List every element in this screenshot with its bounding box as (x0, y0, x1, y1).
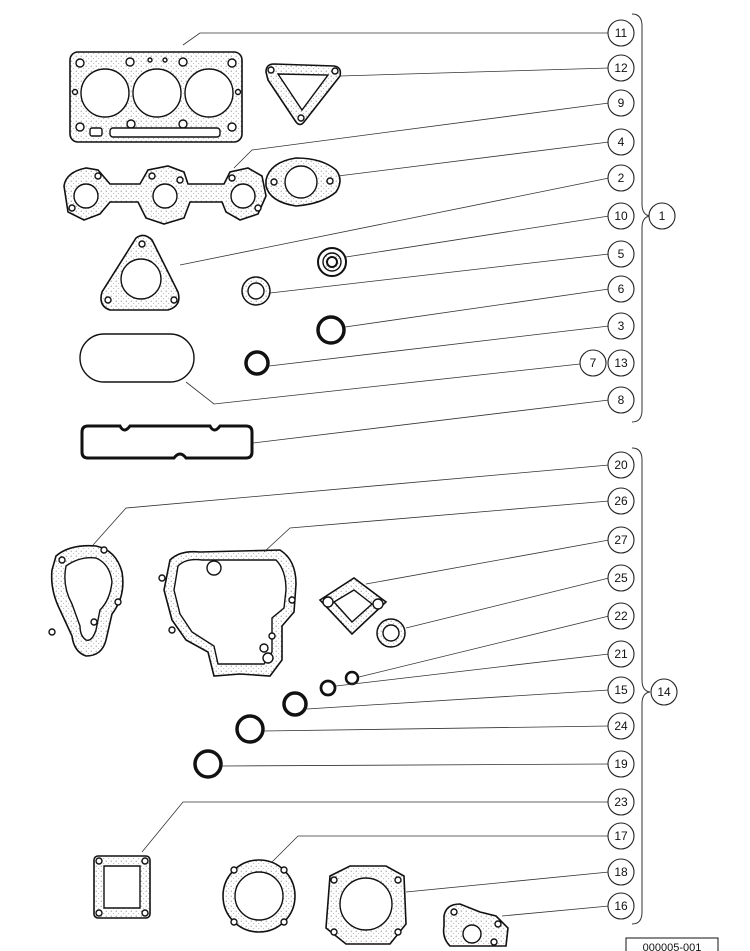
callout-kit-14: 14 (650, 678, 678, 706)
callout-3: 3 (607, 312, 635, 340)
part-10-seal-ring (317, 247, 347, 277)
kit-bracket-upper (631, 13, 651, 423)
drawing-code-box: 000005-001 (625, 937, 719, 951)
svg-text:5: 5 (618, 247, 625, 261)
part-25-ring (376, 618, 406, 648)
part-22-o-ring (344, 670, 360, 686)
svg-text:13: 13 (614, 356, 628, 370)
svg-text:2: 2 (618, 171, 625, 185)
svg-text:12: 12 (614, 61, 628, 75)
callout-11: 11 (607, 19, 635, 47)
svg-text:10: 10 (614, 209, 628, 223)
part-16-oil-pump-gasket (442, 903, 509, 947)
part-27-square-flange-gasket (318, 577, 388, 636)
callout-17: 17 (607, 822, 635, 850)
svg-text:3: 3 (618, 319, 625, 333)
part-21-o-ring (319, 679, 337, 697)
part-12-triangular-gasket (265, 63, 342, 126)
callout-5: 5 (607, 240, 635, 268)
callout-25: 25 (607, 564, 635, 592)
svg-text:15: 15 (614, 683, 628, 697)
svg-text:8: 8 (618, 393, 625, 407)
callout-15: 15 (607, 676, 635, 704)
callout-26: 26 (607, 487, 635, 515)
part-19-o-ring (193, 749, 223, 779)
part-3-o-ring (244, 350, 270, 376)
svg-text:22: 22 (614, 609, 628, 623)
callout-21: 21 (607, 640, 635, 668)
callout-23: 23 (607, 788, 635, 816)
svg-text:21: 21 (614, 647, 628, 661)
callout-27: 27 (607, 526, 635, 554)
callout-18: 18 (607, 858, 635, 886)
callout-2: 2 (607, 164, 635, 192)
callout-19: 19 (607, 750, 635, 778)
svg-text:20: 20 (614, 458, 628, 472)
part-2-triangular-round-gasket (100, 234, 180, 311)
svg-text:27: 27 (614, 533, 628, 547)
callout-10: 10 (607, 202, 635, 230)
svg-text:24: 24 (614, 719, 628, 733)
svg-text:17: 17 (614, 829, 628, 843)
part-11-cylinder-head-gasket (69, 51, 243, 143)
svg-text:11: 11 (615, 26, 628, 40)
part-23-rectangular-gasket (93, 855, 151, 919)
part-20-water-pump-gasket (48, 544, 124, 657)
callout-16: 16 (607, 892, 635, 920)
svg-text:23: 23 (614, 795, 628, 809)
svg-text:16: 16 (614, 899, 628, 913)
part-18-flanged-round-gasket (325, 865, 407, 945)
svg-text:14: 14 (657, 685, 671, 699)
svg-text:6: 6 (618, 282, 625, 296)
leader-lines (92, 32, 610, 917)
drawing-code: 000005-001 (643, 942, 702, 951)
callout-9: 9 (607, 89, 635, 117)
part-7-13-oval-gasket (79, 333, 195, 383)
svg-text:25: 25 (614, 571, 628, 585)
svg-text:1: 1 (659, 209, 666, 223)
part-26-timing-case-gasket (158, 549, 297, 677)
svg-text:4: 4 (618, 135, 625, 149)
callout-12: 12 (607, 54, 635, 82)
kit-bracket-lower (631, 447, 651, 925)
callout-kit-1: 1 (648, 202, 676, 230)
part-24-o-ring (235, 714, 265, 744)
part-15-o-ring (282, 691, 308, 717)
svg-text:9: 9 (618, 96, 625, 110)
callout-7: 7 (579, 349, 607, 377)
svg-text:26: 26 (614, 494, 628, 508)
callout-13: 13 (607, 349, 635, 377)
svg-text:18: 18 (614, 865, 628, 879)
callout-24: 24 (607, 712, 635, 740)
part-6-o-ring (316, 315, 346, 345)
part-8-valve-cover-gasket (80, 424, 254, 460)
svg-text:19: 19 (614, 757, 628, 771)
callout-4: 4 (607, 128, 635, 156)
callout-6: 6 (607, 275, 635, 303)
callout-8: 8 (607, 386, 635, 414)
part-17-round-gasket (222, 859, 296, 933)
svg-text:7: 7 (590, 356, 597, 370)
callout-20: 20 (607, 451, 635, 479)
callout-22: 22 (607, 602, 635, 630)
part-9-manifold-gasket (63, 165, 267, 225)
part-5-ring (241, 276, 271, 306)
part-4-flange-gasket (265, 157, 341, 207)
